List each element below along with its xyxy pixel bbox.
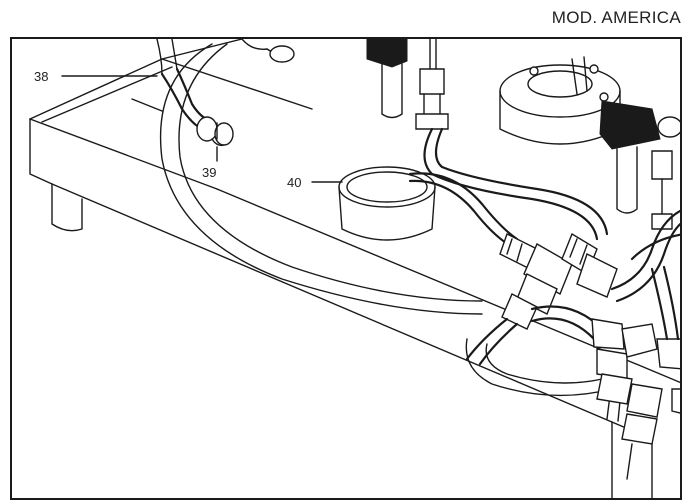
callout-label-38: 38: [34, 69, 48, 84]
cup-40: [338, 166, 519, 247]
fitting-39: [196, 116, 218, 142]
callout-label-40: 40: [287, 175, 301, 190]
base-tray: [29, 39, 680, 498]
fitting-cluster: [465, 209, 680, 366]
espresso-machine-drawing: 38 39 40: [29, 39, 680, 498]
diagram-frame: 38 39 40: [10, 37, 682, 500]
callout-leaders: [61, 75, 343, 183]
upper-components: [241, 39, 680, 241]
hose-38: [156, 39, 234, 147]
drip-tray-contour: [159, 43, 613, 397]
callout-label-39: 39: [202, 165, 216, 180]
model-title: MOD. AMERICA: [551, 8, 681, 27]
lower-right-fittings: [530, 265, 680, 480]
